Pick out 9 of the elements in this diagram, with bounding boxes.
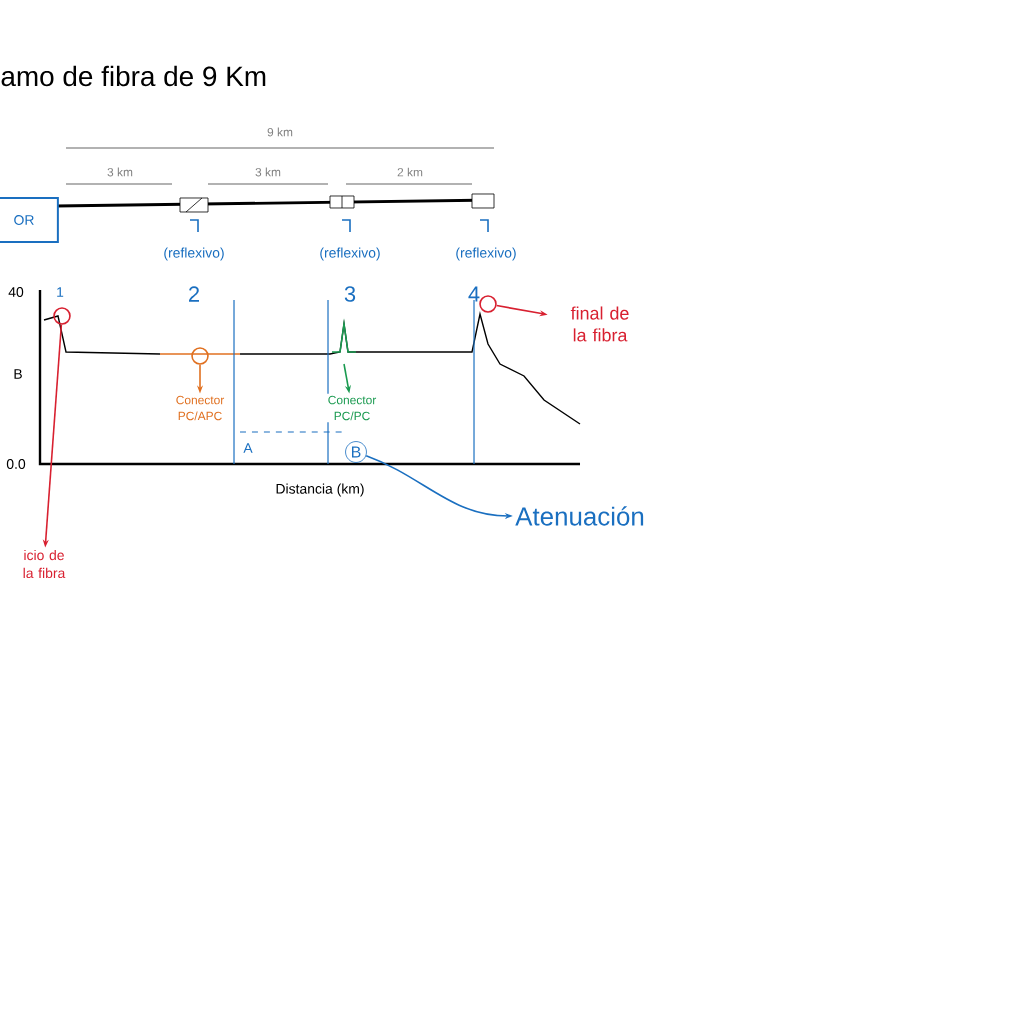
event-number: 4 [468, 286, 480, 302]
title: amo de fibra de 9 Km [1, 65, 266, 87]
marker-circle [191, 347, 209, 365]
event-number: 3 [344, 286, 356, 302]
annotation-text: Atenuación [515, 506, 644, 526]
event-number: 2 [189, 286, 199, 302]
marker-circle [479, 295, 497, 313]
marker-circle [53, 307, 71, 325]
annotation-text: final de la fibra [570, 306, 629, 342]
